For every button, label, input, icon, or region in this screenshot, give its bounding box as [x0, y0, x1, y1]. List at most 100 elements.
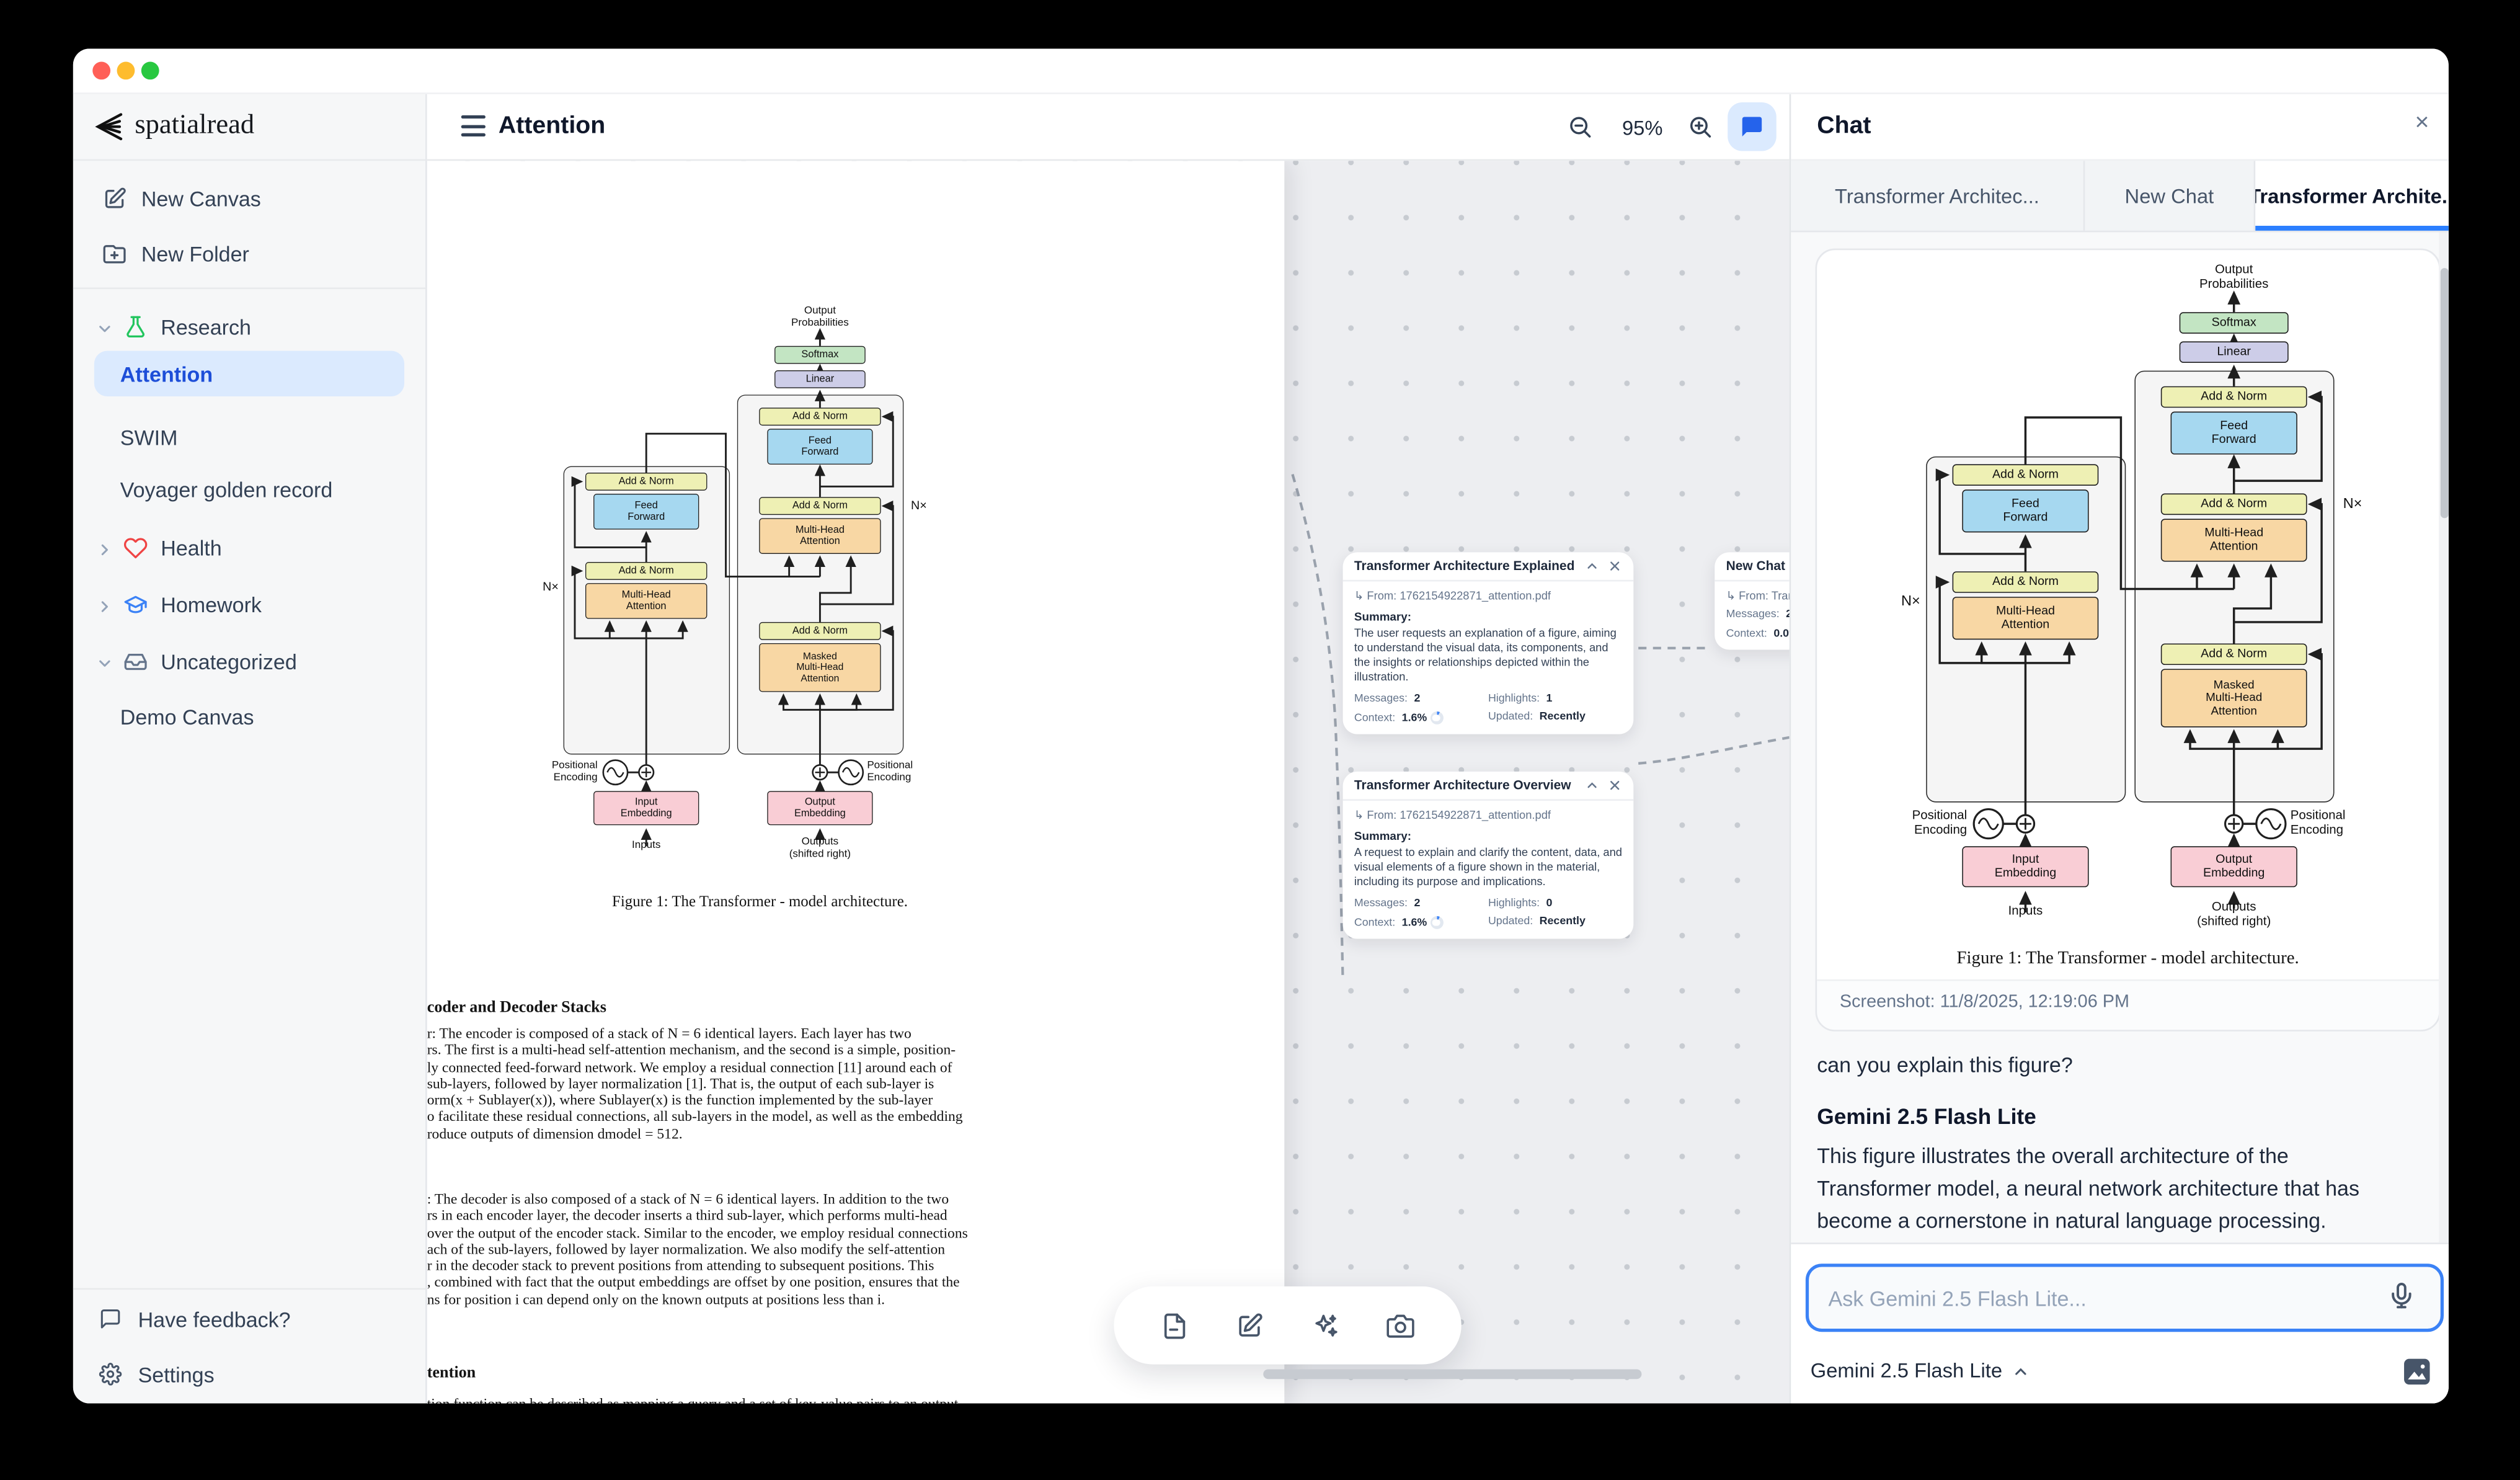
- context-progress-ring: [1430, 711, 1444, 724]
- highlights-label: Highlights:: [1488, 693, 1540, 705]
- card-summary: The user requests an explanation of a fi…: [1354, 628, 1617, 684]
- chevron-right-icon: [95, 595, 113, 613]
- highlights-value: 0: [1546, 898, 1553, 910]
- close-card-icon[interactable]: [1607, 559, 1622, 574]
- sidebar-folder-health[interactable]: Health: [73, 530, 425, 566]
- doc-paragraph-fragment: tion function can be described as mappin…: [427, 1395, 1093, 1403]
- close-window-button[interactable]: [92, 61, 111, 80]
- input-embedding-box: Input Embedding: [593, 791, 699, 826]
- output-embedding-box: Output Embedding: [2170, 846, 2297, 888]
- user-question: can you explain this figure?: [1817, 1052, 2073, 1077]
- close-card-icon[interactable]: [1607, 778, 1622, 793]
- canvas-card-explained[interactable]: Transformer Architecture Explained ↳ Fro…: [1342, 552, 1634, 734]
- document-tool-icon[interactable]: [1161, 1312, 1189, 1340]
- screenshot-figure-container: Output Probabilities Softmax Linear Add …: [1817, 250, 2439, 981]
- new-folder-icon: [102, 241, 126, 265]
- new-canvas-icon: [102, 186, 126, 210]
- sidebar-item-voyager[interactable]: Voyager golden record: [120, 477, 333, 502]
- summary-label: Summary:: [1354, 828, 1411, 844]
- encoder-add-norm-top-box: Add & Norm: [585, 473, 708, 491]
- sidebar-folder-homework[interactable]: Homework: [73, 586, 425, 622]
- chat-scrollbar-thumb[interactable]: [2440, 268, 2449, 519]
- close-chat-icon[interactable]: ×: [2415, 109, 2429, 136]
- feedback-bubble-icon: [99, 1307, 123, 1331]
- canvas-card-overview[interactable]: Transformer Architecture Overview ↳ From…: [1342, 771, 1634, 939]
- context-value: 0.0%: [1773, 628, 1790, 640]
- spatialread-logo-icon[interactable]: [92, 110, 125, 143]
- transformer-architecture-figure: Output Probabilities Softmax Linear Add …: [1875, 262, 2382, 944]
- model-selector[interactable]: Gemini 2.5 Flash Lite: [1810, 1359, 2030, 1383]
- zoom-out-button[interactable]: [1567, 114, 1593, 140]
- toggle-chat-button[interactable]: [1728, 102, 1777, 151]
- context-value: 1.6%: [1401, 917, 1427, 929]
- sidebar-divider: [73, 287, 426, 290]
- sidebar-item-new-canvas[interactable]: New Canvas: [73, 181, 425, 216]
- card-title: Transformer Architecture Explained: [1354, 558, 1575, 574]
- positional-encoding-right-label: Positional Encoding: [2290, 807, 2346, 837]
- canvas-toolbar: [1114, 1286, 1462, 1365]
- decoder-add-norm-mid-box: Add & Norm: [759, 497, 881, 515]
- model-selector-label: Gemini 2.5 Flash Lite: [1810, 1359, 2003, 1383]
- sidebar-item-settings[interactable]: Settings: [73, 1357, 425, 1393]
- camera-screenshot-icon[interactable]: [1386, 1312, 1415, 1340]
- collapse-card-icon[interactable]: [1585, 778, 1600, 793]
- canvas-card-new-chat[interactable]: New Chat ↳ From: Trans Messages:2 Contex…: [1715, 552, 1790, 650]
- attention-label: Attention: [120, 361, 213, 386]
- health-label: Health: [161, 535, 222, 560]
- doc-heading-encoder-decoder: coder and Decoder Stacks: [427, 999, 606, 1017]
- app-name: spatialread: [135, 109, 255, 140]
- sidebar-folder-uncategorized[interactable]: Uncategorized: [73, 643, 425, 679]
- minimize-window-button[interactable]: [117, 61, 135, 80]
- sidebar-item-attention-selected[interactable]: Attention: [94, 350, 405, 396]
- spatial-canvas[interactable]: Output Probabilities Softmax Linear Add …: [427, 161, 1790, 1404]
- encoder-nx-label: N×: [1901, 592, 1920, 610]
- card-title: Transformer Architecture Overview: [1354, 778, 1571, 793]
- horizontal-scrollbar[interactable]: [1263, 1369, 1642, 1380]
- chevron-right-icon: [95, 538, 113, 556]
- sidebar-folder-research[interactable]: Research: [73, 309, 425, 345]
- messages-label: Messages:: [1726, 608, 1780, 621]
- sidebar-item-new-folder[interactable]: New Folder: [73, 236, 425, 272]
- sidebar-item-swim[interactable]: SWIM: [120, 426, 178, 450]
- graduation-cap-icon: [123, 592, 148, 616]
- messages-value: 2: [1414, 693, 1421, 705]
- zoom-in-button[interactable]: [1687, 114, 1713, 140]
- positional-encoding-left-label: Positional Encoding: [1912, 807, 1968, 837]
- decoder-add-norm-top-box: Add & Norm: [759, 408, 881, 426]
- messages-value: 2: [1414, 898, 1421, 910]
- tab-transformer-architecture-1[interactable]: Transformer Architec...: [1791, 161, 2085, 231]
- sidebar-item-demo-canvas[interactable]: Demo Canvas: [120, 705, 254, 729]
- updated-value: Recently: [1539, 916, 1586, 928]
- updated-value: Recently: [1539, 711, 1586, 723]
- chat-panel: Chat × Transformer Architec... New Chat …: [1789, 94, 2449, 1404]
- collapse-card-icon[interactable]: [1585, 559, 1600, 574]
- masked-multi-head-attention-box: Masked Multi-Head Attention: [759, 643, 881, 692]
- output-probabilities-label: Output Probabilities: [2199, 261, 2269, 291]
- softmax-box: Softmax: [2179, 312, 2289, 334]
- doc-heading-attention: tention: [427, 1364, 476, 1383]
- chat-input[interactable]: [1805, 1264, 2444, 1332]
- app-window: spatialread New Canvas New Folder: [73, 48, 2449, 1404]
- tab-transformer-architecture-2-active[interactable]: Transformer Archite...: [2255, 161, 2449, 231]
- chat-messages-area[interactable]: Output Probabilities Softmax Linear Add …: [1791, 232, 2449, 1243]
- doc-paragraph-decoder: : The decoder is also composed of a stac…: [427, 1190, 968, 1308]
- sidebar-logo-row: spatialread: [73, 94, 426, 161]
- edit-tool-icon[interactable]: [1236, 1312, 1264, 1340]
- decoder-multi-head-attention-box: Multi-Head Attention: [2160, 519, 2307, 562]
- sidebar-item-feedback[interactable]: Have feedback?: [73, 1301, 425, 1337]
- microphone-icon[interactable]: [2387, 1282, 2416, 1311]
- attach-image-button[interactable]: [2402, 1357, 2433, 1388]
- feedback-label: Have feedback?: [138, 1306, 291, 1331]
- zoom-window-button[interactable]: [141, 61, 159, 80]
- menu-icon[interactable]: [461, 115, 486, 136]
- canvas-connectors: [1291, 474, 1790, 981]
- positional-encoding-right-label: Positional Encoding: [867, 758, 913, 783]
- positional-encoding-left-label: Positional Encoding: [551, 758, 598, 783]
- outputs-label: Outputs (shifted right): [789, 834, 851, 860]
- tab-new-chat[interactable]: New Chat: [2085, 161, 2256, 231]
- encoder-multi-head-attention-box: Multi-Head Attention: [585, 583, 708, 619]
- highlights-value: 1: [1546, 693, 1553, 705]
- sparkles-ai-icon[interactable]: [1311, 1312, 1339, 1340]
- window-titlebar: [73, 48, 2449, 94]
- chevron-down-icon: [95, 318, 113, 336]
